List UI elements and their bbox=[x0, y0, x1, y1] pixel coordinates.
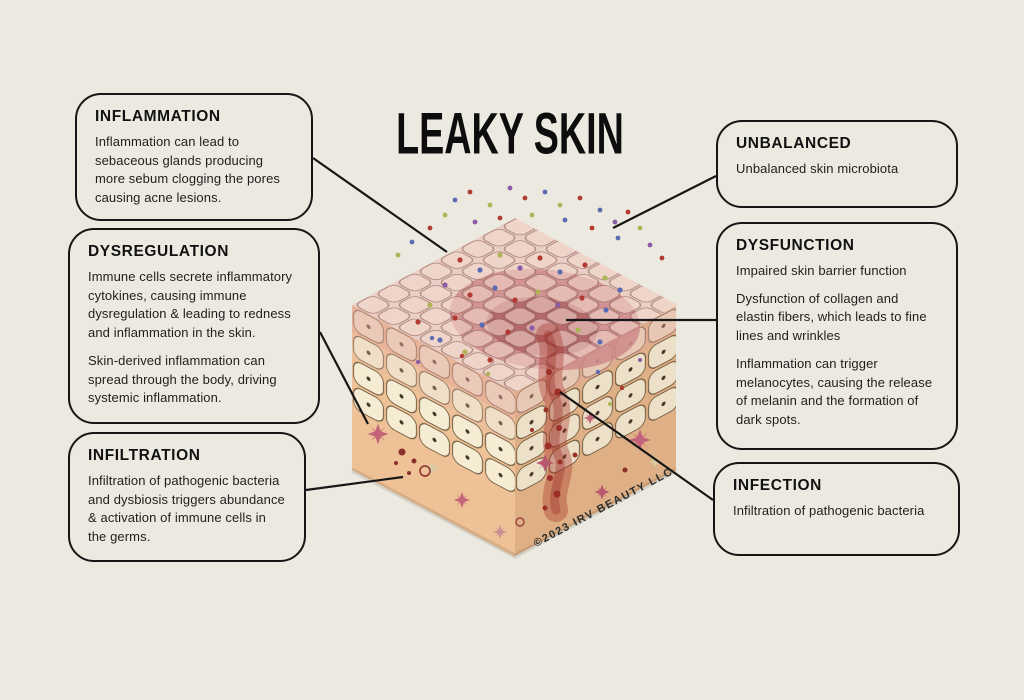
callout-body: Inflammation can lead to sebaceous gland… bbox=[95, 134, 281, 206]
infection-streak bbox=[530, 323, 578, 522]
callout-dysfunction: DYSFUNCTION Impaired skin barrier functi… bbox=[716, 222, 958, 450]
connector-lines bbox=[305, 157, 717, 501]
callout-heading: DYSREGULATION bbox=[88, 243, 229, 260]
callout-infiltration: INFILTRATION Infiltration of pathogenic … bbox=[68, 432, 306, 562]
callout-heading: DYSFUNCTION bbox=[736, 237, 855, 254]
microbe-dots bbox=[395, 185, 665, 406]
callout-body: Infiltration of pathogenic bacteria and … bbox=[88, 473, 285, 545]
callout-dysregulation: DYSREGULATION Immune cells secrete infla… bbox=[68, 228, 320, 424]
callout-body: Dysfunction of collagen and elastin fibe… bbox=[736, 290, 927, 344]
cube-shadow bbox=[350, 467, 678, 559]
skin-left-face bbox=[352, 305, 515, 557]
connector-line-inflammation bbox=[312, 157, 448, 253]
callout-inflammation: INFLAMMATION Inflammation can lead to se… bbox=[75, 93, 313, 221]
callout-body: Infiltration of pathogenic bacteria bbox=[733, 503, 925, 518]
callout-body: Impaired skin barrier function bbox=[736, 263, 907, 278]
callout-heading: INFECTION bbox=[733, 477, 822, 494]
page-title: LEAKY SKIN bbox=[396, 99, 624, 167]
callout-body: Inflammation can trigger melanocytes, ca… bbox=[736, 355, 933, 428]
callout-body: Unbalanced skin microbiota bbox=[736, 161, 899, 176]
callout-heading: INFLAMMATION bbox=[95, 108, 221, 125]
connector-line-infection bbox=[559, 391, 714, 501]
dermis-dots bbox=[394, 448, 628, 527]
callout-body: Immune cells secrete inflammatory cytoki… bbox=[88, 269, 293, 341]
callout-heading: UNBALANCED bbox=[736, 135, 852, 152]
connector-line-infiltration bbox=[305, 475, 404, 492]
callout-infection: INFECTION Infiltration of pathogenic bac… bbox=[713, 462, 960, 556]
connector-line-unbalanced bbox=[612, 175, 717, 229]
callout-body: Skin-derived inflammation can spread thr… bbox=[88, 352, 277, 406]
callout-unbalanced: UNBALANCED Unbalanced skin microbiota bbox=[716, 120, 958, 208]
callout-heading: INFILTRATION bbox=[88, 447, 201, 464]
connector-line-dysregulation bbox=[319, 331, 369, 425]
